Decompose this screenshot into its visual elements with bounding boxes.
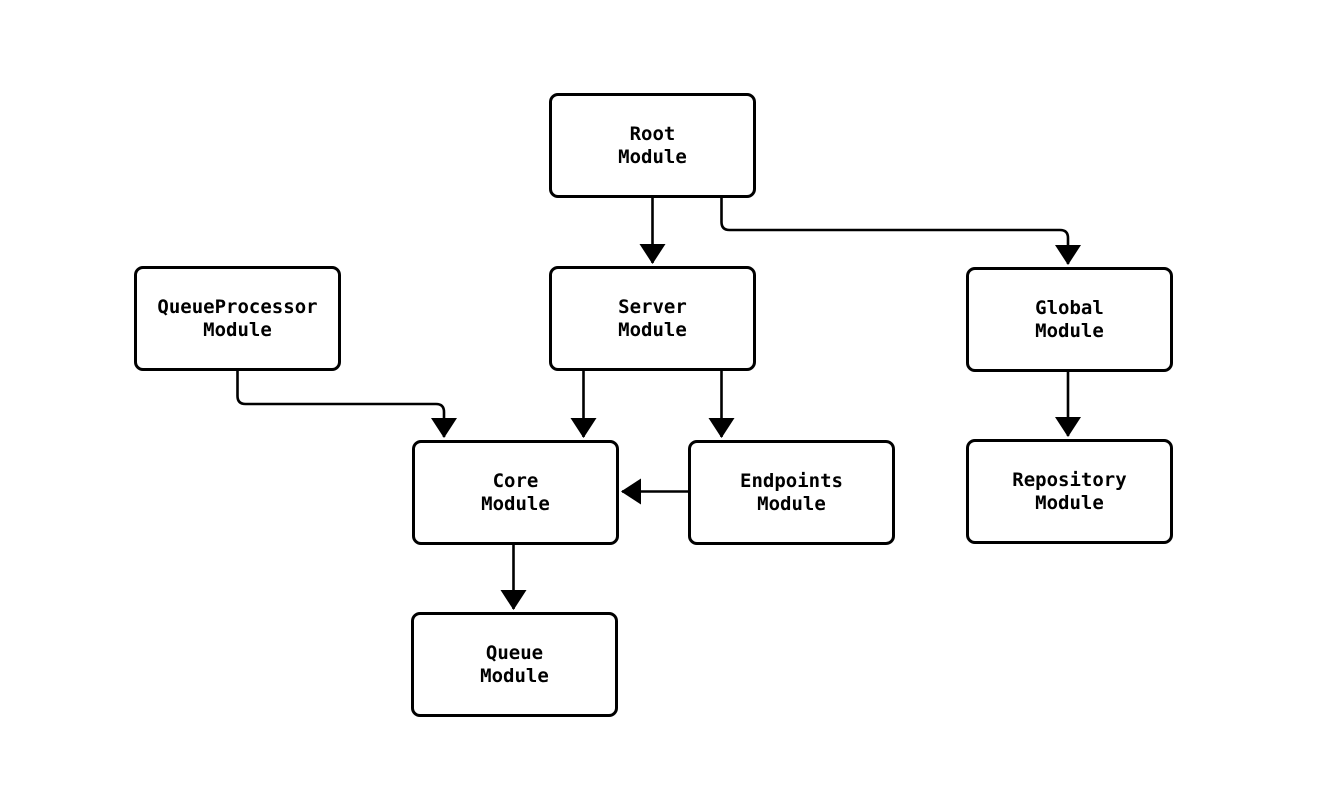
node-global-module: Global Module <box>966 267 1173 372</box>
node-label-line: Module <box>481 492 550 515</box>
node-label-line: Server <box>618 295 687 318</box>
node-queueprocessor-module: QueueProcessor Module <box>134 266 341 371</box>
edge-queueprocessor-to-core <box>236 370 457 438</box>
node-repository-module: Repository Module <box>966 439 1173 544</box>
node-label-line: Module <box>480 664 549 687</box>
node-label-line: Module <box>757 492 826 515</box>
edge-root-to-global <box>720 198 1081 265</box>
node-label-line: Root <box>629 122 676 145</box>
node-label-line: Module <box>203 318 272 341</box>
node-label-line: Module <box>618 145 687 168</box>
node-label-line: QueueProcessor <box>157 295 318 318</box>
node-core-module: Core Module <box>412 440 619 545</box>
node-label-line: Module <box>618 318 687 341</box>
node-label-line: Module <box>1035 319 1104 342</box>
node-label-line: Global <box>1035 296 1104 319</box>
node-label-line: Queue <box>485 641 544 664</box>
node-endpoints-module: Endpoints Module <box>688 440 895 545</box>
node-label-line: Module <box>1035 491 1104 514</box>
node-root-module: Root Module <box>549 93 756 198</box>
node-queue-module: Queue Module <box>411 612 618 717</box>
node-label-line: Repository <box>1012 468 1127 491</box>
node-label-line: Core <box>492 469 539 492</box>
node-label-line: Endpoints <box>740 469 843 492</box>
node-server-module: Server Module <box>549 266 756 371</box>
